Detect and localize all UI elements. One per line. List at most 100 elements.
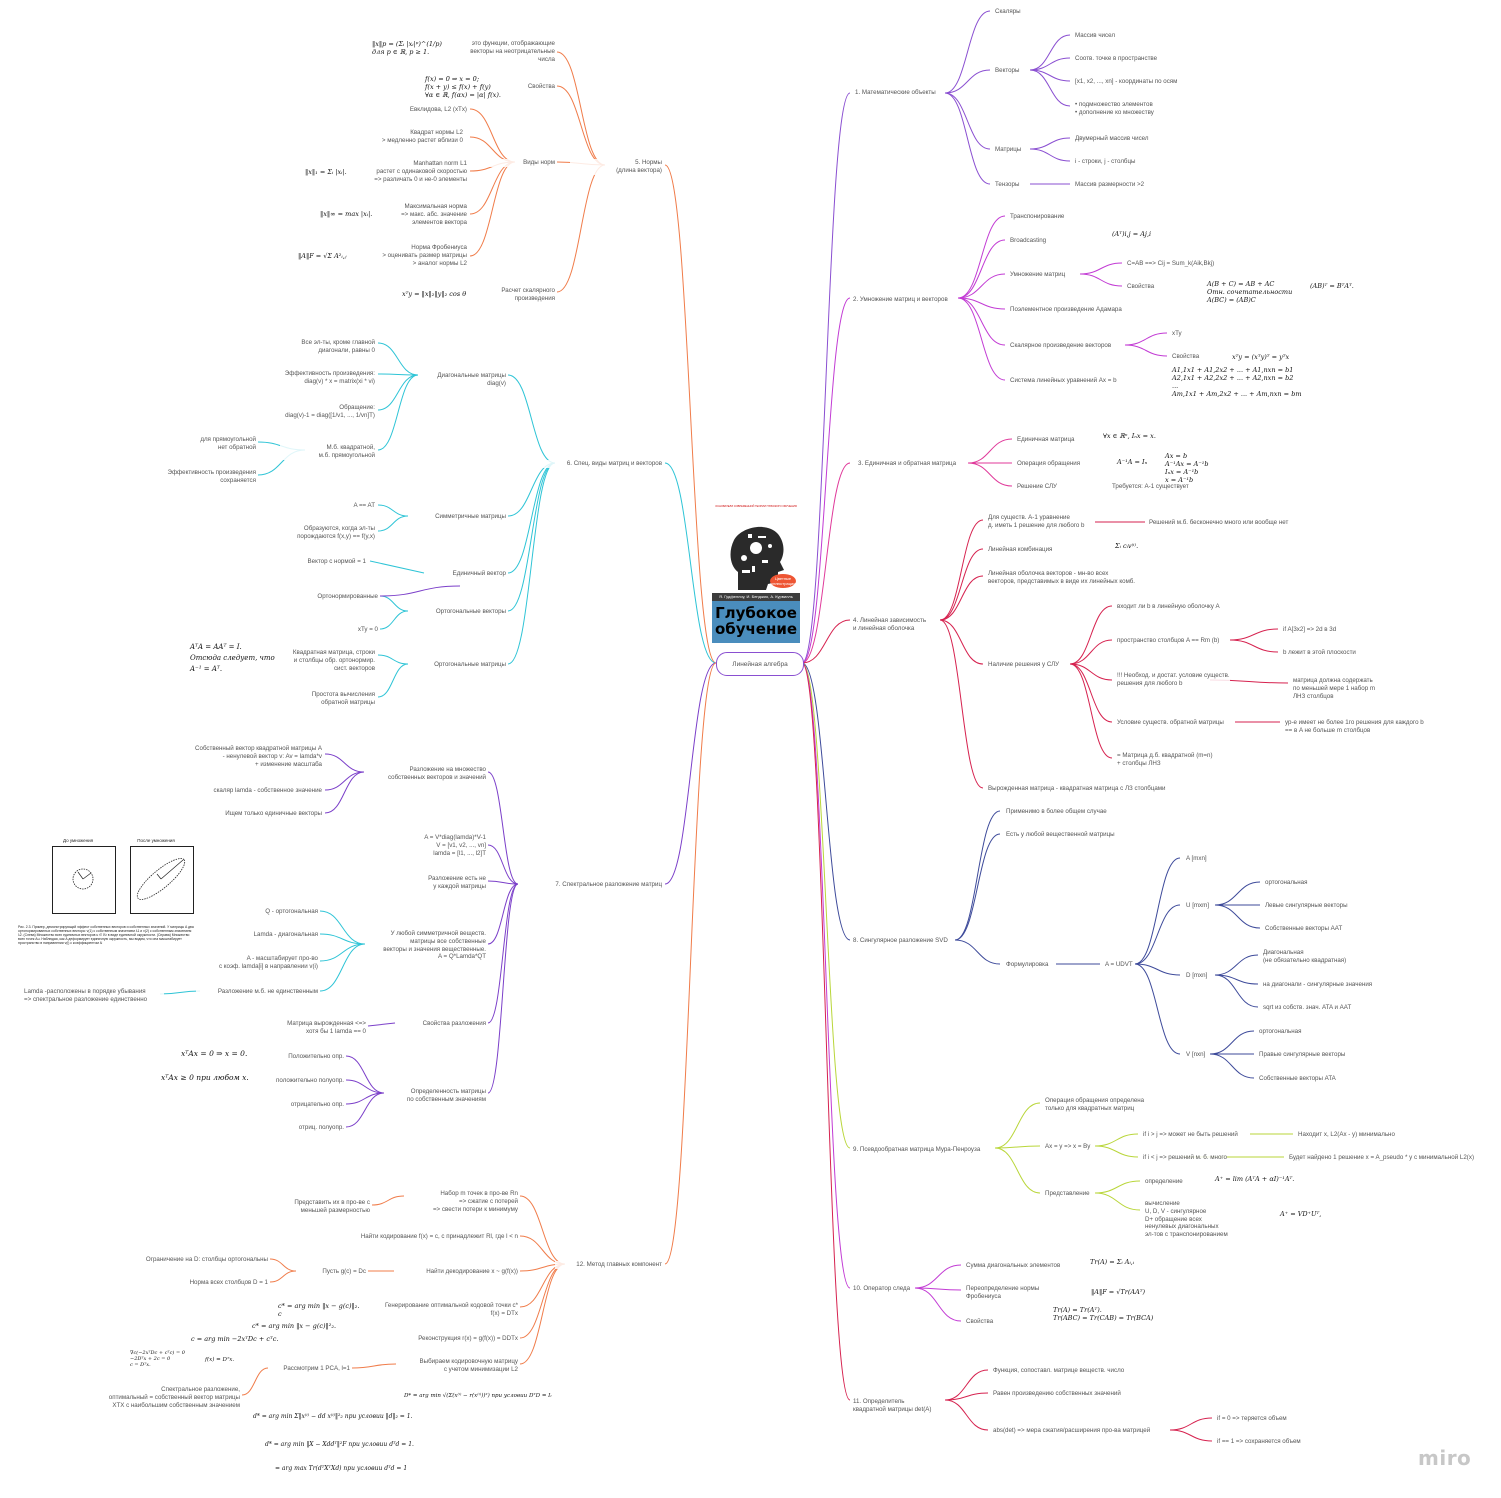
node-solve-sle[interactable]: Решение СЛУ	[1017, 483, 1057, 491]
node-svd-general[interactable]: Применимо в более общем случае	[1006, 808, 1107, 816]
node-vector-coords[interactable]: [x1, x2, ..., xn] - координаты по осям	[1075, 78, 1178, 86]
node-diag-zeros[interactable]: Все эл-ты, кроме главной диагонали, равн…	[275, 339, 375, 355]
node-min-l2-residual[interactable]: Находит x, L2(Ax - y) минимально	[1298, 1131, 1395, 1139]
node-optimal-code[interactable]: Генерирование оптимальной кодовой точки …	[366, 1302, 518, 1318]
node-min-l2-solution[interactable]: Будет найдено 1 решение x = A_pseudo * y…	[1289, 1154, 1475, 1162]
node-norm-max[interactable]: Максимальная норма => макс. абс. значени…	[360, 203, 467, 227]
node-linear-dependence[interactable]: 4. Линейная зависимость и линейная оболо…	[853, 617, 927, 633]
node-ax-y[interactable]: Ax = y => x = By	[1045, 1143, 1091, 1151]
node-i-lt-j[interactable]: if i < j => решений м. б. много	[1143, 1154, 1227, 1162]
node-V-eigen-ata[interactable]: Собственные векторы ATA	[1259, 1075, 1336, 1083]
node-reconstruction[interactable]: Реконструкция r(x) = g(f(x)) = DDTx	[398, 1335, 518, 1343]
node-q-orthogonal[interactable]: Q - ортогональная	[230, 908, 318, 916]
node-norm-l1[interactable]: Manhattan norm L1 растет с одинаковой ск…	[340, 160, 467, 184]
node-inversion-square[interactable]: Операция обращения определена только для…	[1045, 1097, 1145, 1113]
node-not-every-matrix[interactable]: Разложение есть не у каждой матрицы	[406, 875, 486, 891]
node-det-one[interactable]: if == 1 => сохраняется объем	[1217, 1438, 1301, 1446]
node-definiteness[interactable]: Определенность матрицы по собственным зн…	[386, 1088, 486, 1104]
node-vector-subsets[interactable]: • подмножество элементов • дополнение ко…	[1075, 101, 1154, 117]
node-square-matrix[interactable]: = Матрица д.б. квадратной (m=n) + столбц…	[1117, 752, 1213, 768]
node-encoding[interactable]: Найти кодирование f(x) = c, c принадлежи…	[330, 1233, 518, 1241]
node-norms-def[interactable]: это функции, отображающие векторы на нео…	[445, 40, 555, 64]
node-i-gt-j[interactable]: if i > j => может не быть решений	[1143, 1131, 1238, 1139]
root-node[interactable]: Линейная алгебра	[716, 652, 804, 676]
node-span[interactable]: Линейная оболочка векторов - мн-во всех …	[988, 570, 1136, 586]
node-unique-ordered[interactable]: Lamda -расположены в порядке убывания =>…	[24, 988, 164, 1004]
node-norm-frobenius[interactable]: Норма Фробениуса > оценивать размер матр…	[360, 244, 467, 268]
node-U-orthogonal[interactable]: ортогональная	[1265, 879, 1308, 887]
node-lni-columns[interactable]: матрица должна содержать по меньшей мере…	[1293, 677, 1376, 701]
node-trace[interactable]: 10. Оператор следа	[853, 1285, 911, 1293]
node-representation[interactable]: Представление	[1045, 1190, 1090, 1198]
node-svd-any-real[interactable]: Есть у любой вещественной матрицы	[1006, 831, 1115, 839]
node-U-eigen-aat[interactable]: Собственные векторы AAT	[1265, 925, 1343, 933]
node-svd-udvt[interactable]: A = UDVT	[1105, 961, 1133, 969]
node-inverse-existence[interactable]: Для существ. A-1 уравнение д. иметь 1 ре…	[988, 514, 1085, 530]
node-hadamard[interactable]: Поэлементное произведение Адамара	[1010, 306, 1122, 314]
node-det-eigen-product[interactable]: Равен произведению собственных значений	[993, 1390, 1121, 1398]
node-lamda-diagonal[interactable]: Lamda - диагональная	[230, 931, 318, 939]
node-trace-properties[interactable]: Свойства	[966, 1318, 994, 1326]
node-rect-efficient[interactable]: Эффективность произведения сохраняется	[146, 469, 256, 485]
node-norm-properties[interactable]: Свойства	[480, 83, 555, 91]
node-2d-in-3d[interactable]: if A[3x2] => 2d в 3d	[1283, 626, 1337, 634]
node-sym-fxy[interactable]: Образуются, когда эл-ты порождаются f(x,…	[275, 525, 375, 541]
node-positive-definite[interactable]: Положительно опр.	[268, 1053, 344, 1061]
node-computation[interactable]: вычисление U, D, V - сингулярное D+ обра…	[1145, 1200, 1228, 1239]
node-unit-eigenvectors[interactable]: Ищем только единичные векторы	[190, 810, 322, 818]
node-diag-rect[interactable]: М.б. квадратной, м.б. прямоугольной	[280, 444, 375, 460]
node-eigen-formula[interactable]: A = V*diag(lamda)*V-1 V = [v1, v2, ..., …	[396, 834, 486, 858]
node-orthonormal[interactable]: Ортонормированные	[298, 593, 378, 601]
node-svd-U[interactable]: U [mxm]	[1186, 902, 1210, 910]
node-negative-definite[interactable]: отрицательно опр.	[268, 1101, 344, 1109]
node-matrix-ij[interactable]: i - строки, j - столбцы	[1075, 158, 1136, 166]
node-identity-matrix[interactable]: Единичная матрица	[1017, 436, 1075, 444]
node-orthomatrix-inverse[interactable]: Простота вычисления обратной матрицы	[285, 691, 375, 707]
node-g-dc[interactable]: Пусть g(c) = Dc	[298, 1268, 366, 1276]
node-sym-a-at[interactable]: A == AT	[305, 502, 375, 510]
node-norm-l2-squared[interactable]: Квадрат нормы L2 > медленно растет вблиз…	[340, 129, 463, 145]
node-D-singular-values[interactable]: на диагонали - сингулярные значения	[1263, 981, 1373, 989]
node-transpose[interactable]: Транспонирование	[1010, 213, 1065, 221]
node-pca-l1[interactable]: Рассмотрим 1 PCA, l=1	[270, 1365, 350, 1373]
node-svd-A[interactable]: A [mxn]	[1186, 855, 1207, 863]
node-spectral[interactable]: 7. Спектральное разложение матриц	[520, 881, 662, 889]
node-symmetric[interactable]: Симметричные матрицы	[410, 513, 506, 521]
node-a-scales[interactable]: A - масштабирует про-во с коэф. lamda[i]…	[196, 955, 318, 971]
node-orthogonal-xty[interactable]: xTy = 0	[318, 626, 378, 634]
node-diag-inverse[interactable]: Обращение: diag(v)-1 = diag([1/v1, ..., …	[255, 404, 375, 420]
node-tensor-dim[interactable]: Массив размерности >2	[1075, 181, 1145, 189]
node-matmul-section[interactable]: 2. Умножение матриц и векторов	[853, 296, 948, 304]
node-sle-solution[interactable]: Наличие решения у СЛУ	[988, 661, 1060, 669]
node-solve-requirement[interactable]: Требуется: A-1 существует	[1112, 483, 1189, 491]
node-vector-point[interactable]: Соотв. точке в пространстве	[1075, 55, 1158, 63]
node-diagonal[interactable]: Диагональные матрицы diag(v)	[420, 372, 506, 388]
node-dot-xty[interactable]: xTy	[1172, 330, 1182, 338]
node-eigenvalue-def[interactable]: скаляр lamda - собственное значение	[190, 787, 322, 795]
node-symmetric-real[interactable]: У любой симметричной веществ. матрицы вс…	[366, 930, 486, 962]
node-matmul-rule[interactable]: C=AB ==> Cij = Sum_k(Aik,Bkj)	[1127, 260, 1215, 268]
node-vector-array[interactable]: Массив чисел	[1075, 32, 1115, 40]
node-dot-product[interactable]: Скалярное произведение векторов	[1010, 342, 1112, 350]
node-rect-no-inverse[interactable]: для прямоугольной нет обратной	[176, 436, 256, 452]
node-b-in-span[interactable]: входит ли b в линейную оболочку A	[1117, 603, 1220, 611]
node-pca[interactable]: 12. Метод главных компонент	[555, 1261, 662, 1269]
node-lower-dimension[interactable]: Представить их в про-ве с меньшей размер…	[276, 1199, 370, 1215]
node-svd-D[interactable]: D [mxn]	[1186, 972, 1208, 980]
node-svd-formulation[interactable]: Формулировка	[1006, 961, 1049, 969]
node-orthogonal-vectors[interactable]: Ортогональные векторы	[410, 608, 506, 616]
node-frobenius-trace[interactable]: Переопределение нормы Фробениуса	[966, 1285, 1040, 1301]
node-matrix-2d[interactable]: Двумерный массив чисел	[1075, 135, 1149, 143]
node-dot-calc[interactable]: Расчет скалярного произведения	[480, 287, 555, 303]
node-norm-types[interactable]: Виды норм	[480, 159, 555, 167]
node-U-left-singular[interactable]: Левые сингулярные векторы	[1265, 902, 1348, 910]
node-det-zero[interactable]: if = 0 => теряется объем	[1217, 1415, 1287, 1423]
node-negative-semidefinite[interactable]: отриц. полуопр.	[268, 1124, 344, 1132]
node-d-columns-orthogonal[interactable]: Ограничение на D: столбцы ортогональны	[120, 1256, 268, 1264]
node-pca-eigen[interactable]: Спектральное разложение, оптимальный = с…	[90, 1386, 240, 1410]
node-positive-semidefinite[interactable]: положительно полуопр.	[260, 1077, 344, 1085]
node-det-scale[interactable]: abs(det) => мера сжатия/расширения про-в…	[993, 1427, 1151, 1435]
node-decomp-properties[interactable]: Свойства разложения	[396, 1020, 486, 1028]
node-inversion[interactable]: Операция обращения	[1017, 460, 1081, 468]
node-eigen-decomposition[interactable]: Разложение на множество собственных вект…	[366, 766, 486, 782]
